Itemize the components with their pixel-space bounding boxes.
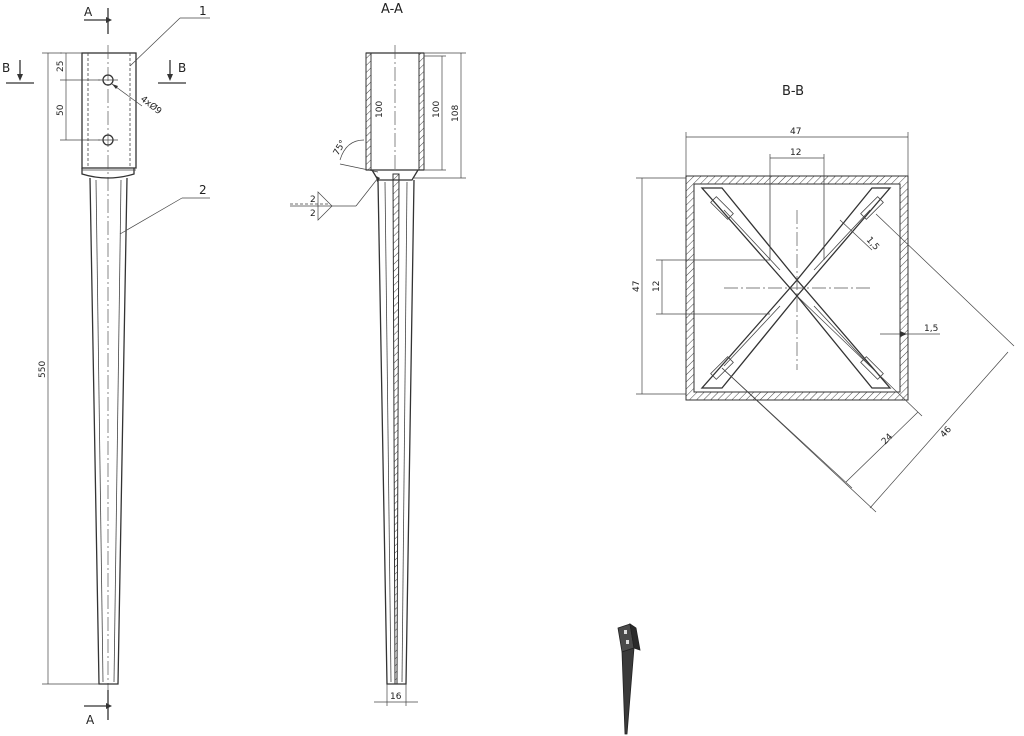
bb-tube-wall [685,175,909,401]
bb-dim-46: 46 [939,425,954,440]
aa-dim-108: 108 [451,105,461,122]
bb-dim-12-top: 12 [790,148,801,158]
aa-dim-16: 16 [390,692,402,702]
section-aa: A-A 100 100 108 75° [290,2,466,706]
section-mark-a-top: A [84,5,112,34]
aa-weld-bottom: 2 [310,209,316,219]
bb-dim-24: 24 [880,432,895,447]
part-callout-1: 1 [199,4,207,18]
section-label-a-bottom: A [86,713,95,727]
dim-550: 550 [38,361,48,378]
socket-outline [81,52,137,169]
front-view: A A B B [2,4,210,727]
bb-dim-1-5-side: 1,5 [924,324,938,334]
thumbnail-3d-view [617,623,641,735]
dim-25: 25 [56,61,66,72]
section-mark-b-right: B [158,60,186,84]
bb-dim-1-5-diag: 1,5 [864,235,881,252]
dim-50: 50 [56,104,66,116]
section-bb: B-B 47 12 47 [632,84,1015,513]
spike-outline [89,177,128,685]
section-mark-b-left: B [2,60,34,84]
aa-dim-100-right: 100 [432,101,442,118]
bb-dim-12-left: 12 [652,281,662,292]
bb-dim-47-top: 47 [790,127,801,137]
section-aa-title: A-A [381,2,403,17]
holes-callout: 4xØ9 [138,94,164,118]
aa-weld-top: 2 [310,195,316,205]
section-label-b-right: B [178,61,186,75]
section-bb-title: B-B [782,84,804,99]
section-mark-a-bottom: A [84,690,112,727]
bb-dim-47-left: 47 [632,281,642,292]
section-label-b-left: B [2,61,10,75]
part-callout-2: 2 [199,183,207,197]
aa-dim-100-left: 100 [375,101,385,118]
section-label-a-top: A [84,5,93,19]
